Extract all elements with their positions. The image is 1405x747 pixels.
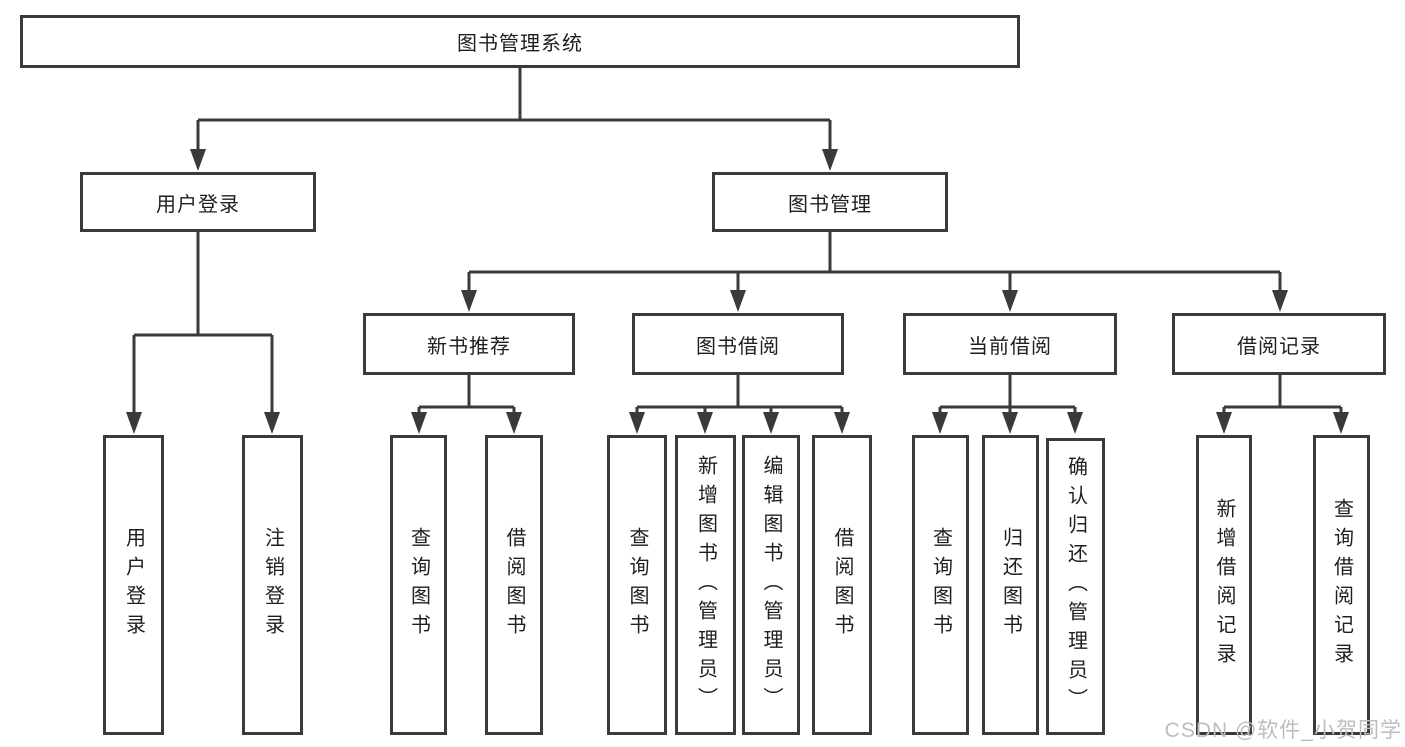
node-label: 用户登录 [156, 193, 240, 216]
leaf-query-books-current: 查询图书 [912, 435, 969, 735]
node-new-book-recommendation: 新书推荐 [363, 313, 575, 375]
leaf-label: 新增借阅记录 [1213, 498, 1235, 672]
leaf-label: 借阅图书 [831, 527, 853, 643]
leaf-confirm-return-admin: 确认归还（管理员） [1046, 438, 1105, 735]
leaf-label: 确认归还（管理员） [1064, 456, 1087, 717]
node-borrowing-records: 借阅记录 [1172, 313, 1386, 375]
leaf-return-books: 归还图书 [982, 435, 1039, 735]
leaf-query-books-borrowing: 查询图书 [607, 435, 667, 735]
leaf-borrow-books-recommend: 借阅图书 [485, 435, 543, 735]
leaf-edit-book-admin: 编辑图书（管理员） [742, 435, 800, 735]
leaf-logout: 注销登录 [242, 435, 303, 735]
connector-borrowing-records-to-leaves [1216, 375, 1349, 434]
node-library-management-system: 图书管理系统 [20, 15, 1020, 68]
node-label: 图书管理系统 [457, 33, 583, 55]
leaf-label: 用户登录 [122, 527, 145, 643]
connector-book-management-to-level3 [461, 232, 1288, 312]
leaf-label: 注销登录 [261, 527, 284, 643]
node-book-borrowing: 图书借阅 [632, 313, 844, 375]
node-label: 当前借阅 [968, 335, 1052, 358]
leaf-label: 借阅图书 [503, 527, 525, 643]
connector-new-book-recommendation-to-leaves [411, 375, 522, 434]
leaf-query-books-recommend: 查询图书 [390, 435, 447, 735]
leaf-query-borrow-record: 查询借阅记录 [1313, 435, 1370, 735]
leaf-user-login: 用户登录 [103, 435, 164, 735]
node-label: 新书推荐 [427, 335, 511, 358]
leaf-label: 查询图书 [407, 527, 430, 643]
csdn-watermark: CSDN @软件_小贺同学 [1164, 719, 1402, 742]
node-user-login: 用户登录 [80, 172, 316, 232]
leaf-label: 查询图书 [626, 527, 648, 643]
node-label: 借阅记录 [1237, 335, 1321, 358]
leaf-add-borrow-record: 新增借阅记录 [1196, 435, 1252, 735]
connector-current-borrowing-to-leaves [932, 375, 1083, 434]
leaf-label: 编辑图书（管理员） [760, 454, 782, 716]
connector-user-login-to-leaves [126, 232, 280, 434]
node-book-management: 图书管理 [712, 172, 948, 232]
leaf-borrow-books-borrowing: 借阅图书 [812, 435, 872, 735]
leaf-label: 查询借阅记录 [1330, 498, 1353, 672]
leaf-label: 新增图书（管理员） [694, 454, 717, 716]
node-label: 图书管理 [788, 193, 872, 216]
leaf-label: 归还图书 [999, 527, 1022, 643]
connector-root-to-level2 [190, 68, 838, 171]
node-current-borrowing: 当前借阅 [903, 313, 1117, 375]
node-label: 图书借阅 [696, 335, 780, 358]
leaf-label: 查询图书 [929, 527, 952, 643]
connector-book-borrowing-to-leaves [629, 375, 850, 434]
leaf-add-book-admin: 新增图书（管理员） [675, 435, 736, 735]
